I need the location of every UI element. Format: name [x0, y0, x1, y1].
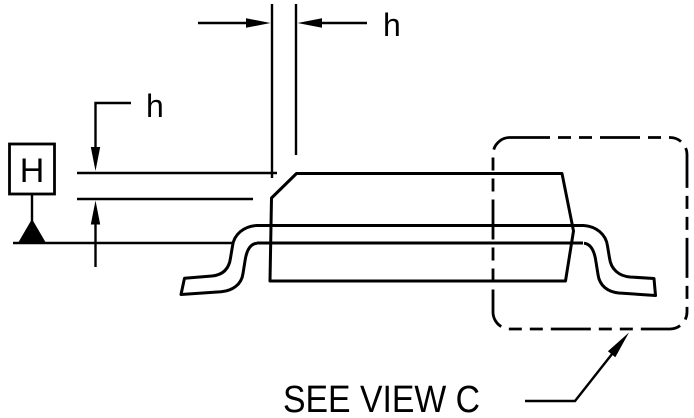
- callout-leader-line: [525, 348, 617, 403]
- callout-label: SEE VIEW C: [283, 379, 480, 418]
- left-dim-arrowhead-down: [90, 147, 101, 171]
- top-dim-label: h: [383, 7, 401, 43]
- left-dim-leader-line: [94, 101, 131, 149]
- top-dimension: h: [198, 4, 401, 178]
- left-lead-outline: [179, 224, 258, 296]
- package: [179, 172, 657, 297]
- view-c-boundary: [491, 136, 689, 331]
- top-dim-arrowhead-right: [297, 18, 322, 28]
- package-body-outline: [268, 172, 575, 283]
- left-dim-label: h: [146, 88, 164, 124]
- left-dimension: h: [77, 88, 277, 267]
- top-dim-arrowhead-left: [246, 18, 271, 28]
- left-dim-arrowhead-up: [90, 200, 101, 225]
- callout-arrowhead: [607, 332, 629, 358]
- datum-triangle-icon: [18, 219, 46, 243]
- datum-label: H: [20, 152, 45, 190]
- right-lead-outline: [583, 224, 657, 297]
- view-c-callout: SEE VIEW C: [283, 332, 629, 418]
- datum-h: H: [8, 142, 233, 245]
